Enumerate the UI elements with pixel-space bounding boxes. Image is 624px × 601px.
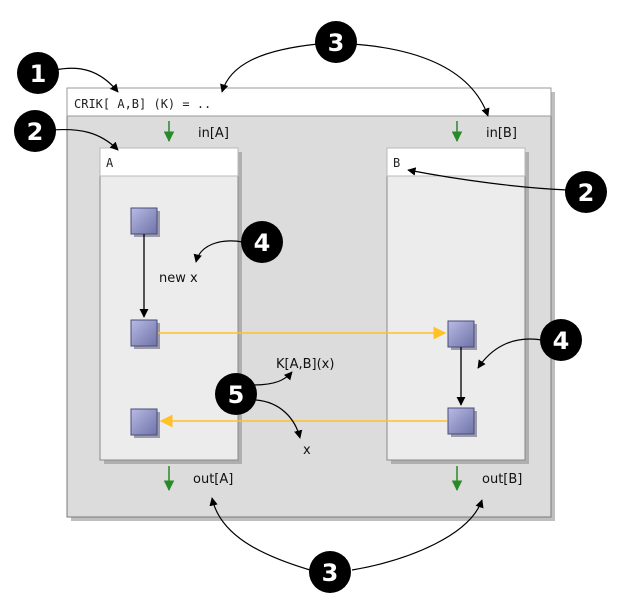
marker-5: 5 (215, 373, 257, 415)
marker-3-bottom: 3 (309, 551, 351, 593)
node-a-2 (130, 319, 160, 349)
k-label: K[A,B](x) (276, 357, 334, 372)
in-a-label: in[A] (198, 126, 229, 141)
svg-text:4: 4 (553, 327, 570, 355)
node-a-3 (130, 408, 160, 438)
header-text: CRIK[ A,B] (K) = .. (74, 97, 211, 111)
svg-text:3: 3 (328, 29, 345, 57)
new-x-label: new x (159, 271, 198, 286)
marker-4-left: 4 (241, 221, 283, 263)
svg-text:2: 2 (27, 118, 44, 146)
role-b-label: B (393, 156, 400, 170)
svg-text:5: 5 (228, 381, 245, 409)
x-label: x (303, 443, 311, 458)
role-box-a: A (99, 147, 242, 464)
node-a-1 (130, 207, 160, 237)
marker-2-left: 2 (14, 110, 56, 152)
svg-text:4: 4 (254, 229, 271, 257)
callout-connectors (51, 43, 569, 571)
svg-text:1: 1 (30, 60, 47, 88)
marker-4-right: 4 (540, 319, 582, 361)
in-b-label: in[B] (486, 126, 517, 141)
node-b-1 (447, 320, 477, 350)
marker-3-top: 3 (315, 21, 357, 63)
svg-text:3: 3 (322, 559, 339, 587)
header-bar (66, 87, 552, 117)
marker-1: 1 (17, 52, 59, 94)
role-a-label: A (106, 156, 114, 170)
out-b-label: out[B] (482, 472, 522, 487)
node-b-2 (447, 407, 477, 437)
out-a-label: out[A] (193, 472, 233, 487)
svg-text:2: 2 (578, 179, 595, 207)
marker-2-right: 2 (565, 171, 607, 213)
